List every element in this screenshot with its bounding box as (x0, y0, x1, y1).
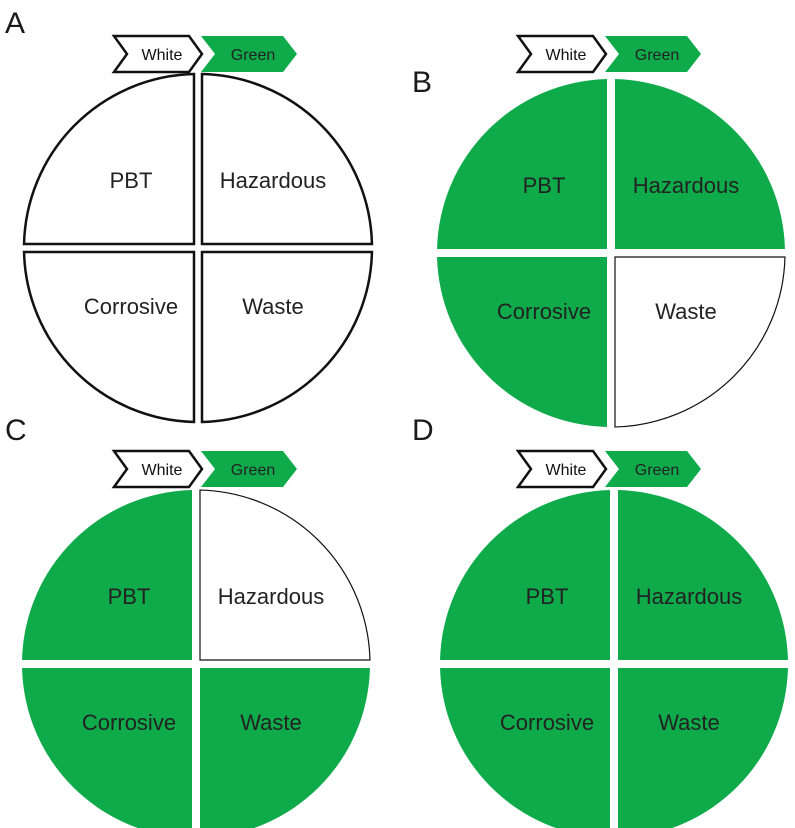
panel-letter: C (5, 414, 27, 447)
quadrant-tl (22, 72, 196, 246)
legend: White Green (515, 34, 701, 74)
legend: White Green (515, 449, 701, 489)
quadrant-bl (440, 668, 610, 828)
legend: White Green (111, 449, 297, 489)
legend-white-chevron (111, 34, 204, 74)
quadrant-tr (200, 72, 374, 246)
quadrant-label-hazardous: Hazardous (218, 584, 324, 609)
panel-letter: A (5, 7, 25, 40)
quadrant-tl (437, 79, 607, 249)
quadrant-label-waste: Waste (655, 299, 717, 324)
quadrant-label-hazardous: Hazardous (220, 168, 326, 193)
quadrant-label-corrosive: Corrosive (500, 710, 594, 735)
legend-white-chevron (515, 449, 608, 489)
quadrant-label-waste: Waste (658, 710, 720, 735)
legend-green-label: Green (635, 47, 679, 64)
quadrant-bl (437, 257, 607, 427)
panel-letter: B (412, 66, 432, 99)
quadrant-br (200, 668, 370, 828)
legend-white-chevron (111, 449, 204, 489)
quadrant-tr (618, 490, 788, 660)
legend-white-label: White (546, 462, 587, 479)
panel-letter: D (412, 414, 434, 447)
quadrant-label-pbt: PBT (523, 173, 566, 198)
quadrant-label-pbt: PBT (526, 584, 569, 609)
legend-white-chevron (515, 34, 608, 74)
legend-green-label: Green (635, 462, 679, 479)
quadrant-br (618, 668, 788, 828)
legend-green-chevron (605, 36, 701, 72)
quadrant-label-corrosive: Corrosive (82, 710, 176, 735)
quadrant-tr (615, 79, 785, 249)
legend-green-label: Green (231, 47, 275, 64)
quadrant-br (200, 250, 374, 424)
quadrant-br (614, 256, 786, 428)
quadrant-bl (22, 250, 196, 424)
quadrant-label-corrosive: Corrosive (497, 299, 591, 324)
legend: White Green (111, 34, 297, 74)
legend-green-chevron (201, 36, 297, 72)
quadrant-tl (22, 490, 192, 660)
quadrant-tr (199, 489, 371, 661)
legend-green-label: Green (231, 462, 275, 479)
legend-white-label: White (142, 462, 183, 479)
quadrant-label-waste: Waste (240, 710, 302, 735)
quadrant-label-pbt: PBT (108, 584, 151, 609)
legend-green-chevron (201, 451, 297, 487)
quadrant-label-hazardous: Hazardous (633, 173, 739, 198)
legend-green-chevron (605, 451, 701, 487)
quadrant-label-waste: Waste (242, 294, 304, 319)
quadrant-label-pbt: PBT (110, 168, 153, 193)
quadrant-label-hazardous: Hazardous (636, 584, 742, 609)
legend-white-label: White (142, 47, 183, 64)
quadrant-bl (22, 668, 192, 828)
quadrant-tl (440, 490, 610, 660)
legend-white-label: White (546, 47, 587, 64)
quadrant-label-corrosive: Corrosive (84, 294, 178, 319)
